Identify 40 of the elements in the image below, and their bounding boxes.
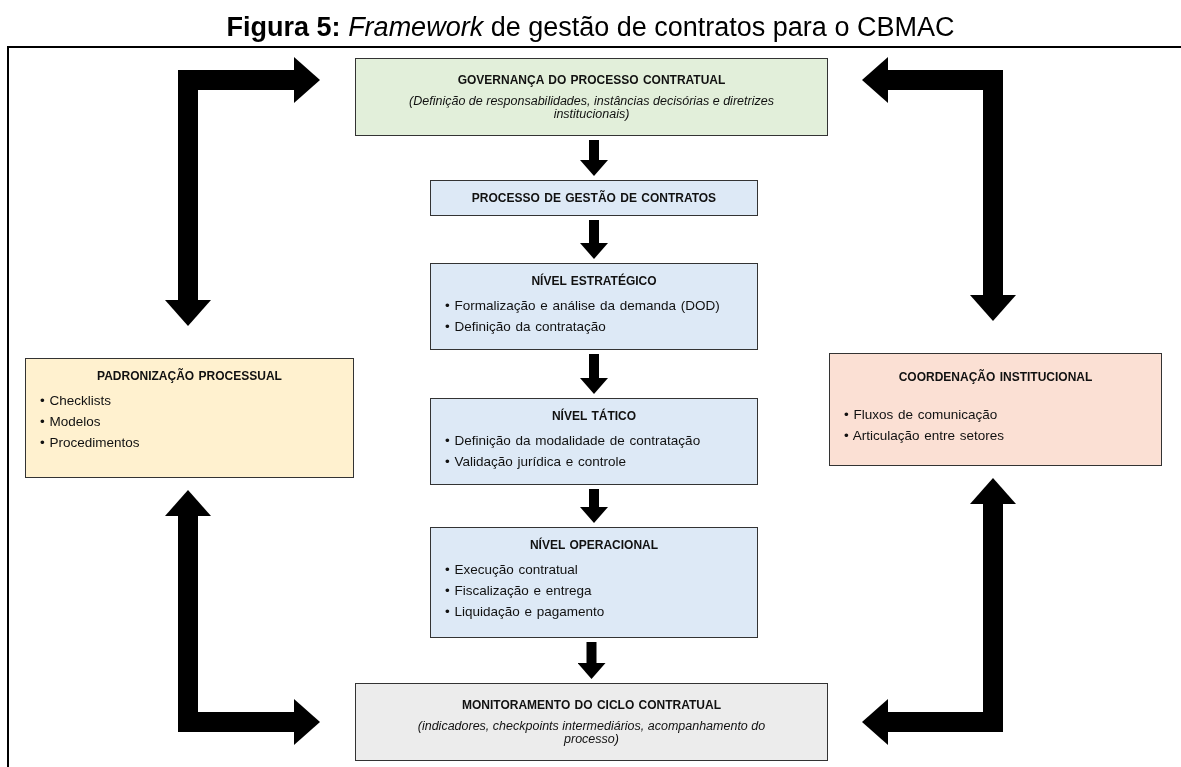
process-box bbox=[430, 180, 758, 216]
arrow bbox=[165, 490, 320, 745]
stage-box bbox=[430, 398, 758, 485]
box-description: (Definição de responsabilidades, instâncias decisórias e diretrizes institucionais) bbox=[408, 95, 775, 121]
bullet-item: • Formalização e análise da demanda (DOD) bbox=[445, 297, 721, 314]
box-heading: COORDENAÇÃO INSTITUCIONAL bbox=[897, 370, 1094, 384]
stage-box bbox=[25, 358, 354, 478]
box-heading: PADRONIZAÇÃO PROCESSUAL bbox=[96, 369, 283, 383]
arrow bbox=[580, 489, 608, 523]
bullet-item: • Definição da modalidade de contratação bbox=[445, 432, 702, 449]
bullet-item: • Procedimentos bbox=[40, 434, 141, 451]
bullet-item: • Execução contratual bbox=[445, 561, 579, 578]
arrow bbox=[580, 220, 608, 259]
arrow bbox=[580, 140, 608, 176]
box-heading: PROCESSO DE GESTÃO DE CONTRATOS bbox=[470, 191, 718, 205]
box-heading: NÍVEL OPERACIONAL bbox=[528, 538, 660, 552]
figure-title: Figura 5: Framework de gestão de contratos para o CBMAC bbox=[226, 12, 955, 42]
arrow bbox=[577, 642, 606, 679]
box-heading: NÍVEL TÁTICO bbox=[550, 409, 638, 423]
box-heading: NÍVEL ESTRATÉGICO bbox=[530, 274, 658, 288]
bullet-item: • Liquidação e pagamento bbox=[445, 603, 606, 620]
stage-box bbox=[430, 263, 758, 350]
stage-box bbox=[430, 527, 758, 638]
bullet-item: • Articulação entre setores bbox=[844, 427, 1006, 444]
arrow bbox=[165, 57, 320, 326]
process-box bbox=[355, 58, 828, 136]
bullet-item: • Fiscalização e entrega bbox=[445, 582, 593, 599]
arrow bbox=[580, 354, 608, 394]
box-heading: GOVERNANÇA DO PROCESSO CONTRATUAL bbox=[456, 73, 727, 87]
bullet-item: • Modelos bbox=[40, 413, 102, 430]
box-heading: MONITORAMENTO DO CICLO CONTRATUAL bbox=[461, 698, 722, 712]
bullet-item: • Checklists bbox=[40, 392, 112, 409]
bullet-item: • Fluxos de comunicação bbox=[844, 406, 999, 423]
bullet-item: • Definição da contratação bbox=[445, 318, 607, 335]
box-description: (indicadores, checkpoints intermediários, acompanhamento do processo) bbox=[416, 720, 767, 746]
bullet-item: • Validação jurídica e controle bbox=[445, 453, 628, 470]
stage-box bbox=[829, 353, 1162, 466]
arrow bbox=[862, 478, 1016, 745]
arrow bbox=[862, 57, 1016, 321]
process-box bbox=[355, 683, 828, 761]
